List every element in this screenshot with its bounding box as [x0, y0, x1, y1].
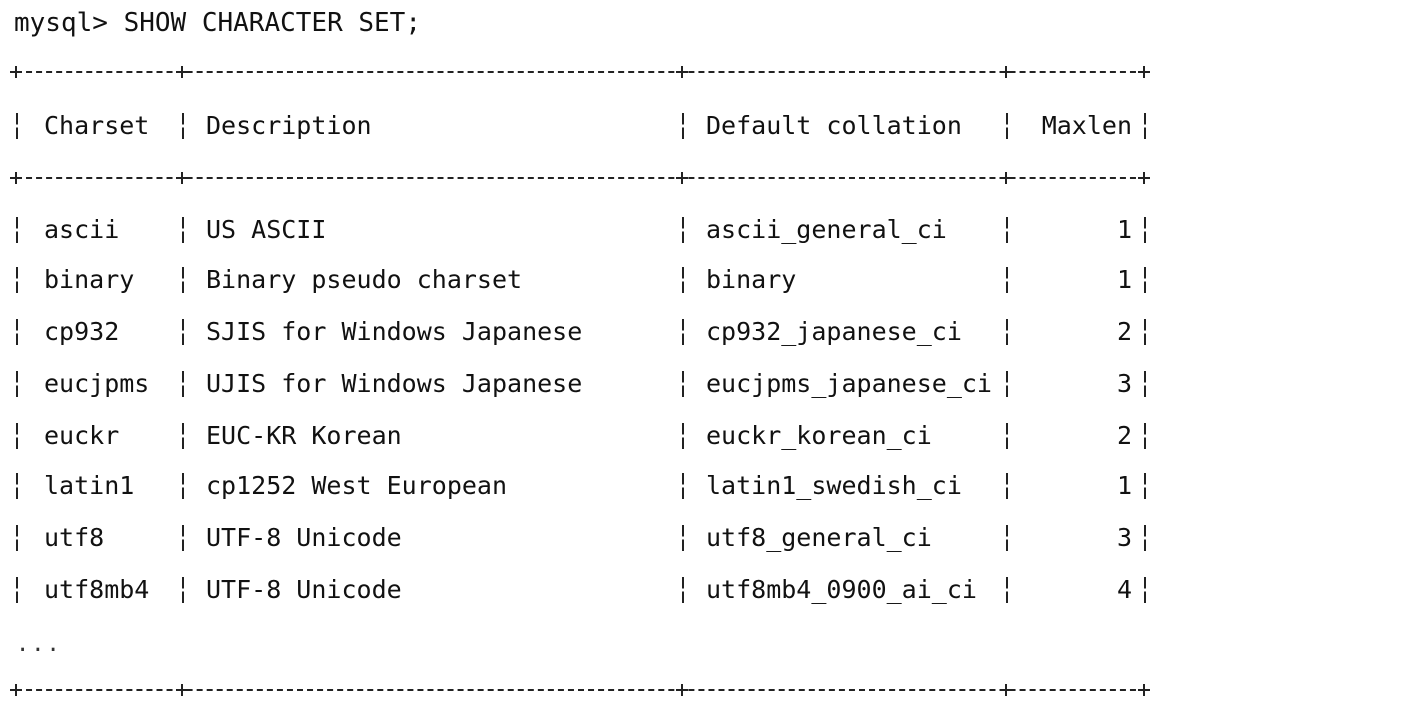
- table-row: latin1 cp1252 West European latin1_swedi…: [16, 468, 1146, 504]
- table-row: ascii US ASCII ascii_general_ci 1: [16, 212, 1146, 248]
- cell-charset: binary: [44, 265, 135, 294]
- cell-description: Binary pseudo charset: [206, 265, 523, 294]
- cell-maxlen: 1: [1116, 215, 1132, 244]
- cell-charset: utf8mb4: [44, 575, 150, 604]
- cell-charset: eucjpms: [44, 369, 150, 398]
- cell-description: UJIS for Windows Japanese: [206, 369, 583, 398]
- cell-charset: latin1: [44, 471, 135, 500]
- table-row: utf8 UTF-8 Unicode utf8_general_ci 3: [16, 520, 1146, 556]
- continuation-ellipsis: ...: [16, 632, 62, 657]
- cell-maxlen: 1: [1116, 471, 1132, 500]
- cell-description: cp1252 West European: [206, 471, 508, 500]
- cell-default-collation: eucjpms_japanese_ci: [706, 369, 992, 398]
- cell-maxlen: 2: [1116, 421, 1132, 450]
- command-prompt: mysql> SHOW CHARACTER SET;: [14, 8, 421, 38]
- table-row: euckr EUC-KR Korean euckr_korean_ci 2: [16, 418, 1146, 454]
- cell-default-collation: utf8mb4_0900_ai_ci: [706, 575, 977, 604]
- cell-maxlen: 4: [1116, 575, 1132, 604]
- header-charset: Charset: [44, 111, 150, 140]
- cell-default-collation: utf8_general_ci: [706, 523, 932, 552]
- table-row: binary Binary pseudo charset binary 1: [16, 262, 1146, 298]
- cell-description: SJIS for Windows Japanese: [206, 317, 583, 346]
- table-border-bottom: [10, 684, 1150, 696]
- table-border-top: [10, 66, 1150, 78]
- cell-default-collation: cp932_japanese_ci: [706, 317, 962, 346]
- cell-default-collation: ascii_general_ci: [706, 215, 947, 244]
- cell-description: UTF-8 Unicode: [206, 523, 402, 552]
- table-border-header: [10, 172, 1150, 184]
- cell-default-collation: binary: [706, 265, 797, 294]
- cell-default-collation: latin1_swedish_ci: [706, 471, 962, 500]
- table-row: eucjpms UJIS for Windows Japanese eucjpm…: [16, 366, 1146, 402]
- header-default-collation: Default collation: [706, 111, 962, 140]
- cell-maxlen: 2: [1116, 317, 1132, 346]
- cell-charset: utf8: [44, 523, 105, 552]
- table-row: utf8mb4 UTF-8 Unicode utf8mb4_0900_ai_ci…: [16, 572, 1146, 608]
- table-row: cp932 SJIS for Windows Japanese cp932_ja…: [16, 314, 1146, 350]
- cell-description: US ASCII: [206, 215, 327, 244]
- header-maxlen: Maxlen: [1041, 111, 1132, 140]
- cell-maxlen: 3: [1116, 523, 1132, 552]
- header-description: Description: [206, 111, 372, 140]
- cell-charset: ascii: [44, 215, 120, 244]
- cell-charset: euckr: [44, 421, 120, 450]
- cell-default-collation: euckr_korean_ci: [706, 421, 932, 450]
- cell-charset: cp932: [44, 317, 120, 346]
- cell-maxlen: 3: [1116, 369, 1132, 398]
- table-header-row: Charset Description Default collation Ma…: [16, 108, 1146, 144]
- cell-description: UTF-8 Unicode: [206, 575, 402, 604]
- cell-maxlen: 1: [1116, 265, 1132, 294]
- cell-description: EUC-KR Korean: [206, 421, 402, 450]
